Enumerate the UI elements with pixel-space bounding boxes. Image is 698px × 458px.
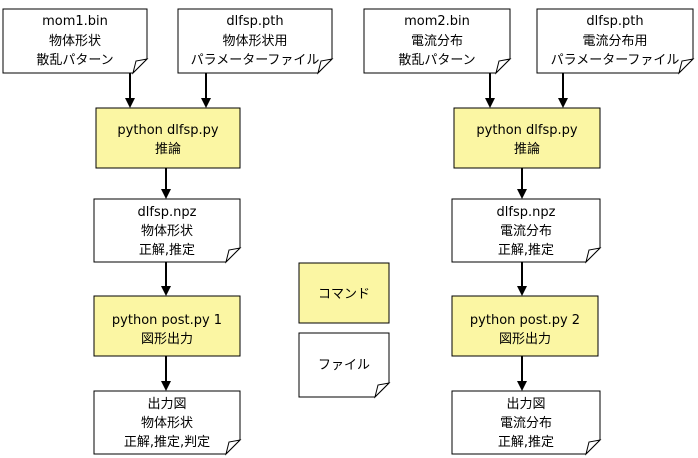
left-post-command-box: python post.py 1 図形出力 [93, 295, 241, 357]
left-post-line2: 図形出力 [141, 332, 193, 347]
right-infer-command-box: python dlfsp.py 推論 [453, 107, 601, 169]
right-input-pth-file: dlfsp.pth 電流分布用 パラメーターファイル [536, 8, 695, 75]
left-output-line3: 正解,推定,判定 [124, 435, 210, 450]
left-input2-line2: 物体形状用 [222, 34, 287, 49]
left-output-line2: 物体形状 [141, 416, 193, 431]
right-post-line2: 図形出力 [499, 332, 551, 347]
right-input1-line3: 散乱パターン [398, 53, 475, 68]
left-npz-file: dlfsp.npz 物体形状 正解,推定 [93, 198, 242, 264]
legend-command-label: コマンド [318, 287, 370, 302]
left-input2-line1: dlfsp.pth [226, 14, 283, 29]
right-npz-line3: 正解,推定 [498, 243, 554, 258]
right-npz-line1: dlfsp.npz [497, 205, 556, 220]
right-input2-line2: 電流分布用 [582, 34, 647, 49]
left-infer-line2: 推論 [155, 141, 181, 157]
right-infer-line1: python dlfsp.py [476, 123, 577, 138]
right-input2-line1: dlfsp.pth [586, 14, 643, 29]
legend-file-label: ファイル [318, 358, 370, 373]
right-input1-line1: mom2.bin [404, 14, 470, 29]
left-input1-line1: mom1.bin [42, 14, 108, 29]
right-output-file: 出力図 電流分布 正解,推定 [451, 390, 602, 456]
right-npz-file: dlfsp.npz 電流分布 正解,推定 [451, 198, 602, 264]
right-output-line2: 電流分布 [500, 416, 552, 431]
legend-command: コマンド [298, 262, 390, 324]
right-post-command-box: python post.py 2 図形出力 [451, 295, 599, 357]
right-npz-line2: 電流分布 [500, 224, 552, 239]
left-output-file: 出力図 物体形状 正解,推定,判定 [93, 390, 242, 456]
right-post-line1: python post.py 2 [470, 313, 580, 328]
left-npz-line3: 正解,推定 [139, 243, 195, 258]
left-post-line1: python post.py 1 [112, 313, 222, 328]
right-infer-line2: 推論 [514, 141, 540, 157]
left-output-line1: 出力図 [147, 397, 186, 412]
left-npz-line1: dlfsp.npz [138, 205, 197, 220]
left-input-mom1-file: mom1.bin 物体形状 散乱パターン [2, 8, 149, 75]
left-input2-line3: パラメーターファイル [191, 53, 320, 68]
left-input1-line2: 物体形状 [49, 34, 101, 49]
right-output-line1: 出力図 [506, 397, 545, 412]
right-input2-line3: パラメーターファイル [551, 53, 680, 68]
right-input1-line2: 電流分布 [411, 34, 463, 49]
left-npz-line2: 物体形状 [141, 224, 193, 239]
legend-file: ファイル [298, 332, 391, 399]
right-input-mom2-file: mom2.bin 電流分布 散乱パターン [363, 8, 512, 75]
left-infer-line1: python dlfsp.py [117, 123, 218, 138]
left-infer-command-box: python dlfsp.py 推論 [95, 107, 241, 169]
left-input-pth-file: dlfsp.pth 物体形状用 パラメーターファイル [177, 8, 334, 75]
right-output-line3: 正解,推定 [498, 435, 554, 450]
left-input1-line3: 散乱パターン [36, 53, 113, 68]
